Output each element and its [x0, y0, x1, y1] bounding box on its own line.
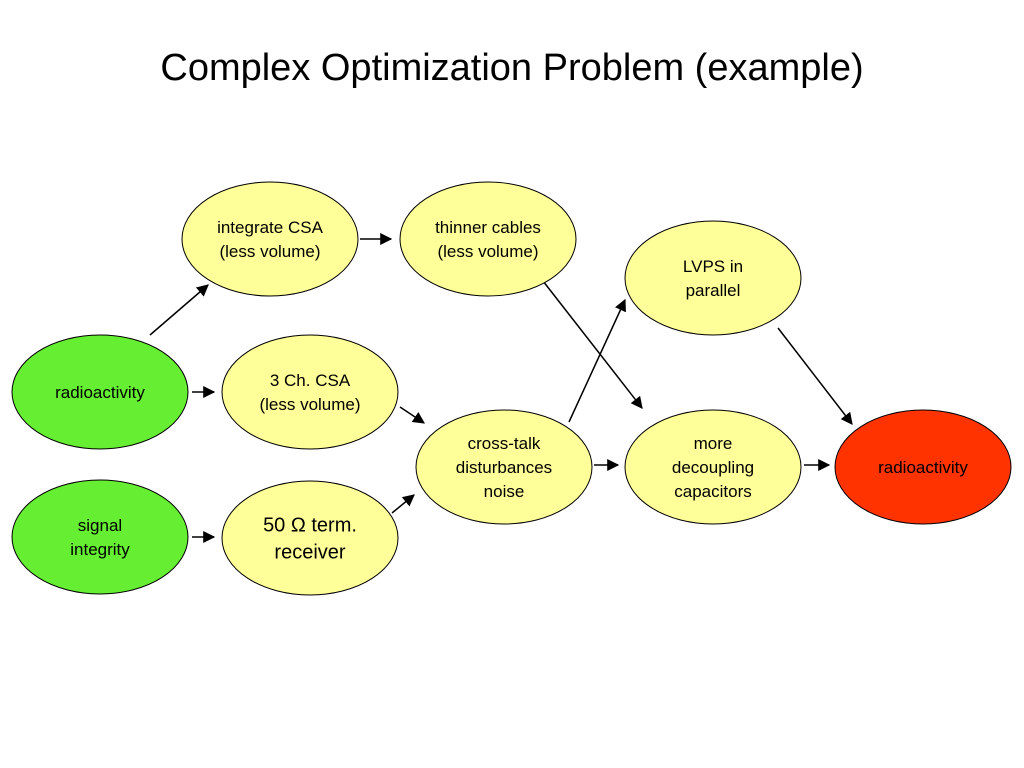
node-label-line: disturbances [456, 458, 552, 477]
node-label-line: thinner cables [435, 218, 541, 237]
node-signal-integrity: signal integrity [11, 479, 189, 595]
node-ellipse [11, 334, 189, 450]
node-ellipse [624, 220, 802, 336]
slide-title: Complex Optimization Problem (example) [160, 47, 864, 89]
arrow-thinner-cables-to-more-decoupling [542, 280, 643, 409]
node-label-line: decoupling [672, 458, 754, 477]
node-ellipse [11, 479, 189, 595]
arrow-lvps-parallel-to-radioactivity-outcome [777, 327, 853, 425]
node-ellipse [181, 181, 359, 297]
node-thinner-cables: thinner cables (less volume) [399, 181, 577, 297]
node-fifty-ohm-receiver: 50 Ω term. receiver [221, 480, 399, 596]
node-ellipse [415, 409, 593, 525]
node-label-line: LVPS in [683, 257, 743, 276]
arrow-radioactivity-source-to-integrate-csa [149, 284, 209, 336]
node-label-line: integrity [70, 540, 130, 559]
node-layer: radioactivity signal integrity integrate CS… [11, 181, 1012, 596]
node-label-line: radioactivity [878, 458, 968, 477]
node-ellipse [399, 181, 577, 297]
node-label-line: receiver [274, 542, 345, 564]
node-label-line: (less volume) [437, 242, 538, 261]
node-integrate-csa: integrate CSA (less volume) [181, 181, 359, 297]
node-ellipse [221, 480, 399, 596]
edge-layer [149, 233, 853, 543]
node-ellipse [221, 334, 399, 450]
node-label-line: signal [78, 516, 122, 535]
node-ellipse [834, 409, 1012, 525]
node-label-line: more [694, 434, 733, 453]
node-label-line: integrate CSA [217, 218, 323, 237]
arrow-three-ch-csa-to-cross-talk [399, 406, 425, 424]
node-ellipse [624, 409, 802, 525]
node-label-line: 50 Ω term. [263, 515, 357, 537]
node-label-line: cross-talk [468, 434, 541, 453]
node-three-ch-csa: 3 Ch. CSA (less volume) [221, 334, 399, 450]
node-lvps-parallel: LVPS in parallel [624, 220, 802, 336]
node-label-line: capacitors [674, 482, 751, 501]
node-label-line: radioactivity [55, 383, 145, 402]
node-radioactivity-outcome: radioactivity [834, 409, 1012, 525]
node-label-line: (less volume) [219, 242, 320, 261]
node-cross-talk: cross-talk disturbances noise [415, 409, 593, 525]
arrow-fifty-ohm-receiver-to-cross-talk [391, 494, 415, 514]
node-more-decoupling: more decoupling capacitors [624, 409, 802, 525]
node-label-line: parallel [686, 281, 741, 300]
arrow-cross-talk-to-lvps-parallel [568, 298, 626, 423]
node-radioactivity-source: radioactivity [11, 334, 189, 450]
node-label-line: 3 Ch. CSA [270, 371, 351, 390]
node-label-line: noise [484, 482, 525, 501]
node-label-line: (less volume) [259, 395, 360, 414]
